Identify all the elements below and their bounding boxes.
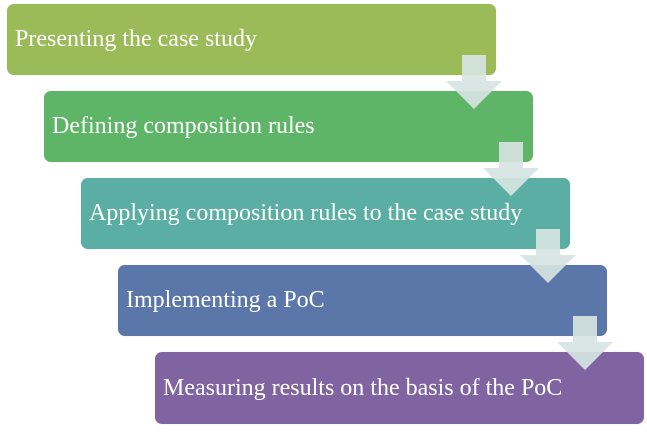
down-arrow-icon (520, 229, 576, 283)
step-4-label: Implementing a PoC (126, 287, 325, 313)
step-5-box: Measuring results on the basis of the Po… (155, 352, 644, 424)
down-arrow-icon (557, 316, 613, 370)
step-2-box: Defining composition rules (44, 91, 533, 162)
down-arrow-icon (483, 142, 539, 196)
step-1-box: Presenting the case study (7, 4, 496, 75)
step-3-label: Applying composition rules to the case s… (89, 200, 523, 226)
step-3-box: Applying composition rules to the case s… (81, 178, 570, 249)
down-arrow-icon (446, 55, 502, 109)
step-1-label: Presenting the case study (15, 26, 257, 52)
step-4-box: Implementing a PoC (118, 265, 607, 336)
step-5-label: Measuring results on the basis of the Po… (163, 374, 563, 401)
step-2-label: Defining composition rules (52, 113, 315, 139)
